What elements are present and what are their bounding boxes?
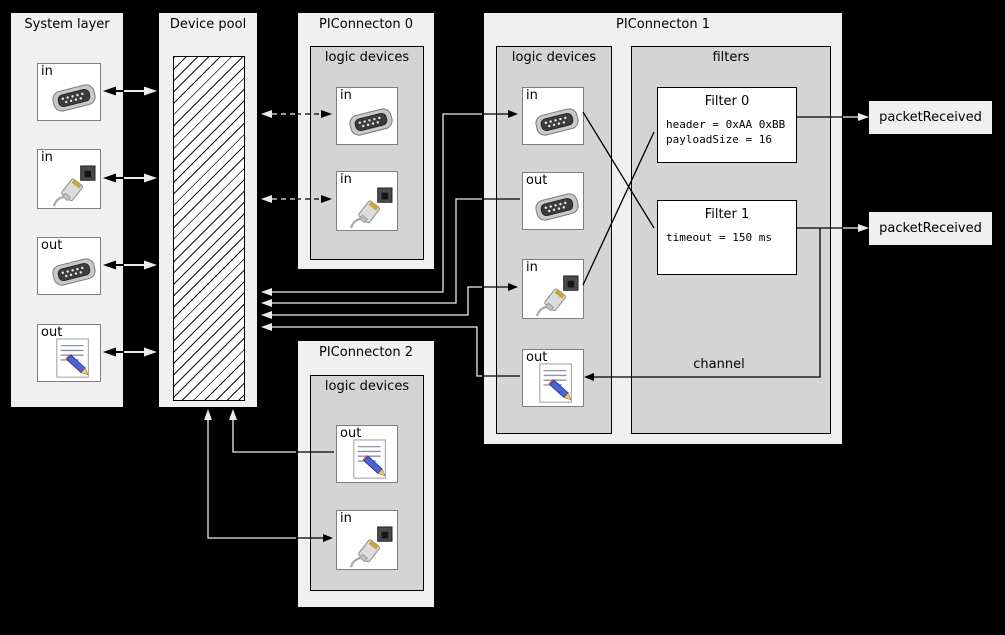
device-label: out [526,350,548,365]
serial-port-icon [532,186,582,228]
device-label: in [340,172,352,187]
device-out-serial: out [522,172,584,230]
device-label: out [340,426,362,441]
piconnecton-0-panel: PIConnecton 0 logic devices in in [297,12,435,270]
piconnecton-1-title: PIConnecton 1 [615,17,711,32]
serial-port-icon [49,77,99,119]
device-out-script: out [37,324,101,382]
ethernet-icon [532,275,582,317]
packet-received-box: packetReceived [868,211,993,246]
filter-1-box: Filter 1 timeout = 150 ms [657,200,797,275]
device-in-ethernet: in [522,259,584,319]
device-label: in [526,88,538,103]
ethernet-icon [49,165,99,207]
device-label: out [41,238,63,253]
system-layer-title: System layer [24,17,110,32]
filter-param: payloadSize = 16 [666,133,772,146]
system-layer-panel: System layer in in out out [10,12,124,408]
piconnecton-2-title: PIConnecton 2 [318,345,414,360]
channel-label: channel [693,357,745,372]
device-label: out [41,325,63,340]
device-in-ethernet: in [336,171,398,231]
logic-devices-group: logic devices in in [310,46,424,260]
device-label: in [340,88,352,103]
filter-title: Filter 0 [704,94,750,109]
device-label: in [526,260,538,275]
filters-group: filters Filter 0 header = 0xAA 0xBB payl… [631,46,831,434]
filter-0-box: Filter 0 header = 0xAA 0xBB payloadSize … [657,87,797,163]
ethernet-icon [346,187,396,229]
script-icon [346,439,396,481]
logic-devices-title: logic devices [511,50,597,65]
device-pool-hatch [173,56,245,401]
device-out-serial: out [37,237,101,295]
script-icon [532,363,582,405]
serial-port-icon [532,101,582,143]
serial-port-icon [49,251,99,293]
script-icon [49,338,99,380]
device-in-serial: in [522,87,584,145]
logic-devices-title: logic devices [324,50,410,65]
filter-title: Filter 1 [704,207,750,222]
device-in-ethernet: in [336,510,398,570]
device-out-script: out [522,349,584,407]
device-pool-panel: Device pool [158,12,258,408]
device-label: in [41,150,53,165]
piconnecton-0-title: PIConnecton 0 [318,17,414,32]
device-pool-title: Device pool [169,17,247,32]
logic-devices-group: logic devices in out in out [496,46,612,434]
piconnecton-1-panel: PIConnecton 1 logic devices in out in ou… [483,12,843,445]
packet-received-box: packetReceived [868,100,993,135]
serial-port-icon [346,101,396,143]
filters-title: filters [712,50,750,65]
device-label: out [526,173,548,188]
logic-devices-group: logic devices out in [310,375,424,591]
ethernet-icon [346,526,396,568]
device-in-ethernet: in [37,149,101,209]
device-in-serial: in [37,63,101,121]
logic-devices-title: logic devices [324,379,410,394]
device-out-script: out [336,425,398,483]
piconnecton-2-panel: PIConnecton 2 logic devices out in [297,340,435,608]
device-label: in [340,511,352,526]
device-in-serial: in [336,87,398,145]
filter-param: header = 0xAA 0xBB [666,118,786,131]
filter-param: timeout = 150 ms [666,231,772,244]
device-label: in [41,64,53,79]
